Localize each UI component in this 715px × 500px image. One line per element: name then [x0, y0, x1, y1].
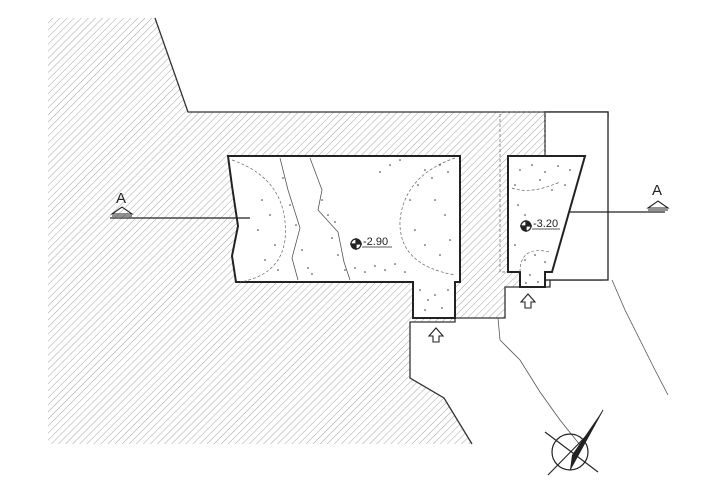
section-marker-right — [646, 200, 670, 211]
chamber-boundary-2 — [309, 157, 351, 281]
elevation-marker-right — [520, 220, 560, 232]
up-arrow-icon — [519, 293, 537, 309]
stipple-large-room — [257, 159, 451, 311]
side-chamber — [507, 155, 587, 288]
dashed-arc-left — [231, 159, 286, 283]
chamber-boundary-1 — [279, 157, 301, 281]
terrain-line-1 — [497, 317, 581, 446]
elevation-label-right: -3.20 — [533, 218, 558, 230]
section-marker-left — [110, 206, 134, 217]
main-chamber — [226, 155, 461, 319]
side-chamber-arc-2 — [519, 250, 551, 273]
stipple-side-room — [514, 164, 571, 284]
terrain-line-2 — [611, 279, 669, 396]
up-arrow-icon — [427, 327, 445, 343]
elevation-label-left: -2.90 — [363, 236, 388, 248]
north-arrow-icon — [544, 409, 604, 476]
elevation-marker-left — [350, 238, 392, 250]
side-chamber-arc — [511, 181, 561, 191]
section-label-right: A — [652, 182, 662, 199]
section-label-left: A — [116, 190, 126, 207]
